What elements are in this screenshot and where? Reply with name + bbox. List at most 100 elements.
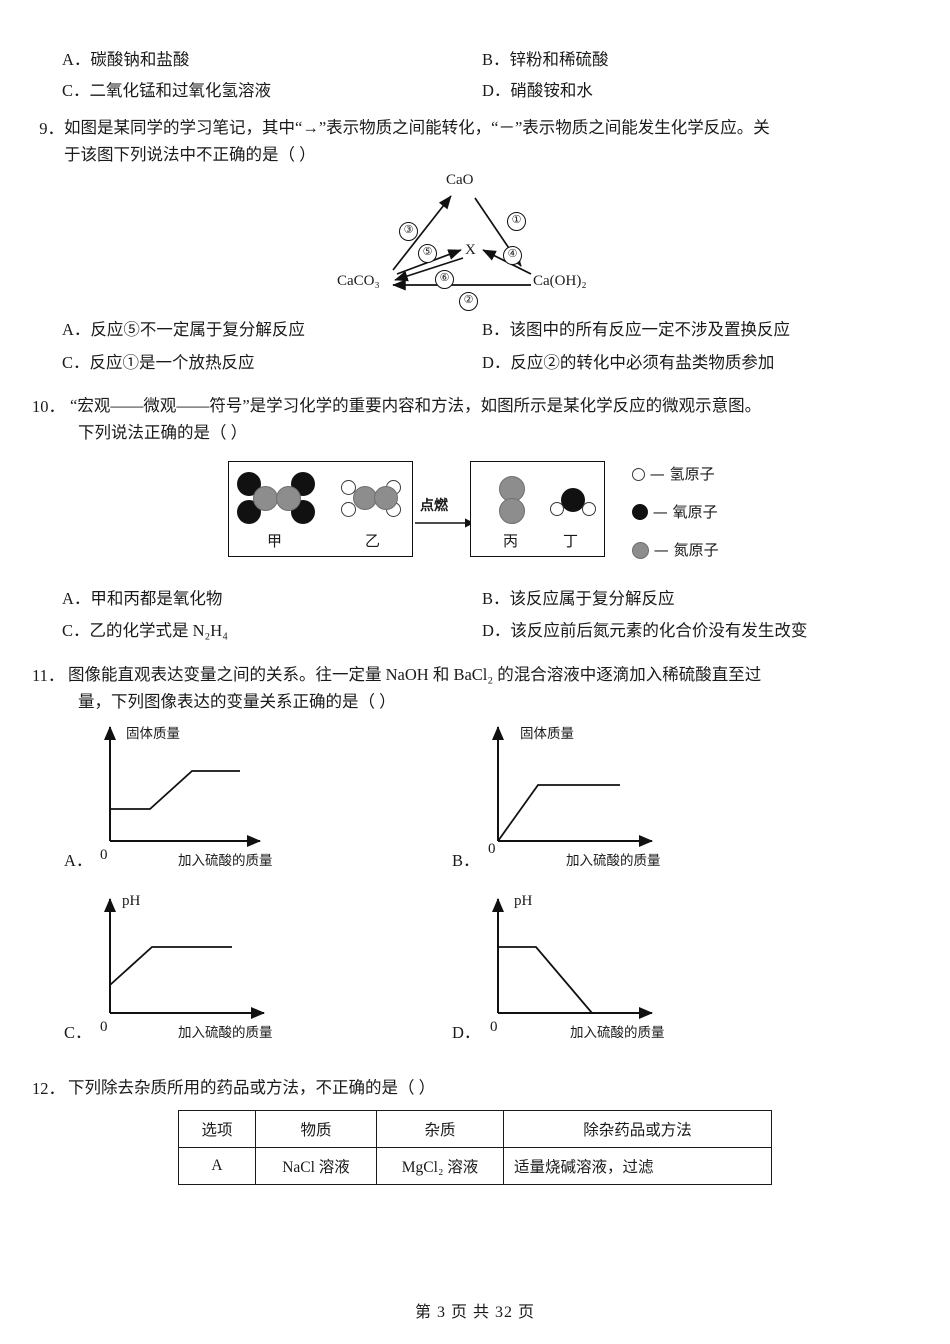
q8-option-c[interactable]: C． 二氧化锰和过氧化氢溶液 [62,80,482,100]
q8-option-a-text: 碳酸钠和盐酸 [90,50,190,69]
oxygen-atom [561,487,585,512]
chart-a-zero: 0 [100,847,108,864]
q10-reactant-box: 甲 乙 [228,460,413,557]
table-cell-method: 适量烧碱溶液，过滤 [503,1147,772,1186]
q9-option-c[interactable]: C． 反应①是一个放热反应 [62,354,482,372]
hydrogen-atom [550,501,564,516]
q8-option-c-text: 二氧化锰和过氧化氢溶液 [89,80,272,100]
q11-stem-line-2: 量，下列图像表达的变量关系正确的是（ ） [78,691,396,711]
chart-b-zero: 0 [488,841,496,858]
q10-product2-caption: 丁 [563,531,579,550]
q9-arrow-5-label: ⑤ [418,244,437,264]
q11-charts: 固体质量 A． 0 加入硫酸的质量 固体质量 B． 0 加入硫酸的质量 pH [0,719,950,1079]
q10-option-d-text: 该反应前后氮元素的化合价没有发生改变 [510,621,808,641]
nitrogen-atom [253,485,278,511]
legend-hydrogen: — 氢原子 [632,463,715,484]
question-10: 10． “宏观——微观——符号”是学习化学的重要内容和方法，如图所示是某化学反应… [32,393,930,446]
q9-arrow-3-label: ③ [399,222,418,242]
q9-option-d[interactable]: D． 反应②的转化中必须有盐类物质参加 [482,354,902,372]
table-cell-option: A [178,1147,256,1186]
q9-stem-line-2: 于该图下列说法中不正确的是（ ） [64,144,316,164]
chart-d-option-label: D． [452,1023,481,1043]
q10-option-d[interactable]: D． 该反应前后氮元素的化合价没有发生改变 [482,623,902,640]
chart-d-xlabel: 加入硫酸的质量 [570,1025,665,1042]
q8-option-d[interactable]: D． 硝酸铵和水 [482,80,902,100]
page-footer: 第 3 页 共 32 页 [414,1304,535,1321]
q10-option-a[interactable]: A． 甲和丙都是氧化物 [62,588,482,608]
q10-product-box: 丙 丁 [470,460,605,557]
q9-option-b-label: B． [482,320,510,340]
q9-option-a[interactable]: A． 反应⑤不一定属于复分解反应 [62,322,482,339]
legend-dash: — [653,540,669,559]
hydrogen-atom [582,501,596,516]
chart-a-option-label: A． [64,851,93,871]
q9-diagram: CaO CaCO₃ Ca(OH)₂ X ① ② ③ ④ ⑤ ⑥ [0,168,950,318]
chart-a-ylabel: 固体质量 [126,726,180,743]
table-header-substance: 物质 [255,1110,377,1149]
q10-option-d-label: D． [482,621,511,641]
chart-b-ylabel: 固体质量 [520,726,574,743]
q9-node-cao: CaO [446,172,474,189]
chart-c-option-label: C． [64,1023,92,1043]
q10-option-b[interactable]: B． 该反应属于复分解反应 [482,588,902,608]
q10-product1-caption: 丙 [503,531,519,550]
chart-a-svg [104,726,261,848]
q9-node-x: X [465,242,476,259]
table-cell-impurity: MgCl₂ 溶液 [376,1147,504,1186]
impurity-removal-table: 选项 物质 杂质 除杂药品或方法 A NaCl 溶液 MgCl₂ 溶液 适量烧碱… [178,1110,772,1186]
q10-options-row-2: C． 乙的化学式是 N₂H₄ D． 该反应前后氮元素的化合价没有发生改变 [62,623,942,640]
nitrogen-atom [499,497,525,524]
q10-option-c-label: C． [62,621,90,641]
chart-c-svg [104,898,265,1020]
chart-b-option-label: B． [452,851,480,871]
chart-d-ylabel: pH [514,893,533,910]
legend-nitrogen: — 氮原子 [632,539,719,560]
chart-c-zero: 0 [100,1019,108,1036]
q9-arrow-6-label: ⑥ [435,270,454,290]
q8-option-a[interactable]: A． 碳酸钠和盐酸 [62,50,482,69]
table-cell-substance: NaCl 溶液 [255,1147,377,1186]
q8-options-row-2: C． 二氧化锰和过氧化氢溶液 D． 硝酸铵和水 [62,80,942,100]
q10-reactant2-caption: 乙 [365,531,381,550]
q9-arrow-2-label: ② [459,292,478,312]
chart-d-svg [492,898,653,1020]
legend-dash: — [649,464,665,483]
q10-option-a-label: A． [62,588,91,608]
q9-arrow-1-label: ① [507,212,526,232]
table-row: A NaCl 溶液 MgCl₂ 溶液 适量烧碱溶液，过滤 [178,1147,772,1186]
oxygen-atom-icon [632,504,648,521]
chart-c-xlabel: 加入硫酸的质量 [178,1025,273,1042]
hydrogen-atom [341,479,356,495]
table-header-impurity: 杂质 [376,1110,504,1149]
q9-stem-line-1: 如图是某同学的学习笔记，其中“→”表示物质之间能转化，“－”表示物质之间能发生化… [64,118,770,137]
q8-option-b[interactable]: B． 锌粉和稀硫酸 [482,51,902,69]
q12-stem: 下列除去杂质所用的药品或方法，不正确的是（ ） [68,1078,436,1098]
legend-dash: — [652,502,668,521]
q8-option-a-label: A． [62,50,91,69]
q9-diagram-svg [392,195,532,291]
table-header-method: 除杂药品或方法 [503,1110,772,1149]
q10-number: 10． [32,397,65,417]
chart-option-a: 固体质量 A． 0 加入硫酸的质量 [64,719,422,889]
legend-oxygen-label: 氧原子 [672,502,718,521]
q10-stem-line-1: “宏观——微观——符号”是学习化学的重要内容和方法，如图所示是某化学反应的微观示… [70,396,762,416]
q8-options-row-1: A． 碳酸钠和盐酸 B． 锌粉和稀硫酸 [62,50,942,69]
q10-stem-line-2: 下列说法正确的是（ ） [78,423,248,443]
q10-option-b-text: 该反应属于复分解反应 [509,588,675,608]
q9-option-b[interactable]: B． 该图中的所有反应一定不涉及置换反应 [482,322,902,339]
q11-number: 11． [32,665,65,685]
table-header-row: 选项 物质 杂质 除杂药品或方法 [178,1110,772,1149]
q9-options-row-2: C． 反应①是一个放热反应 D． 反应②的转化中必须有盐类物质参加 [62,354,942,372]
q9-number: 9． [39,119,64,138]
q9-option-b-text: 该图中的所有反应一定不涉及置换反应 [509,320,791,340]
q10-option-b-label: B． [482,588,510,608]
hydrogen-atom-icon [632,467,645,481]
q10-option-c-text: 乙的化学式是 N₂H₄ [89,621,228,641]
chart-a-xlabel: 加入硫酸的质量 [178,853,273,870]
q11-stem-line-1: 图像能直观表达变量之间的关系。往一定量 NaOH 和 BaCl₂ 的混合溶液中逐… [68,664,762,684]
q8-option-d-text: 硝酸铵和水 [510,80,593,100]
q12-number: 12． [32,1079,65,1099]
q10-option-c[interactable]: C． 乙的化学式是 N₂H₄ [62,623,482,640]
q9-option-a-label: A． [62,320,91,340]
